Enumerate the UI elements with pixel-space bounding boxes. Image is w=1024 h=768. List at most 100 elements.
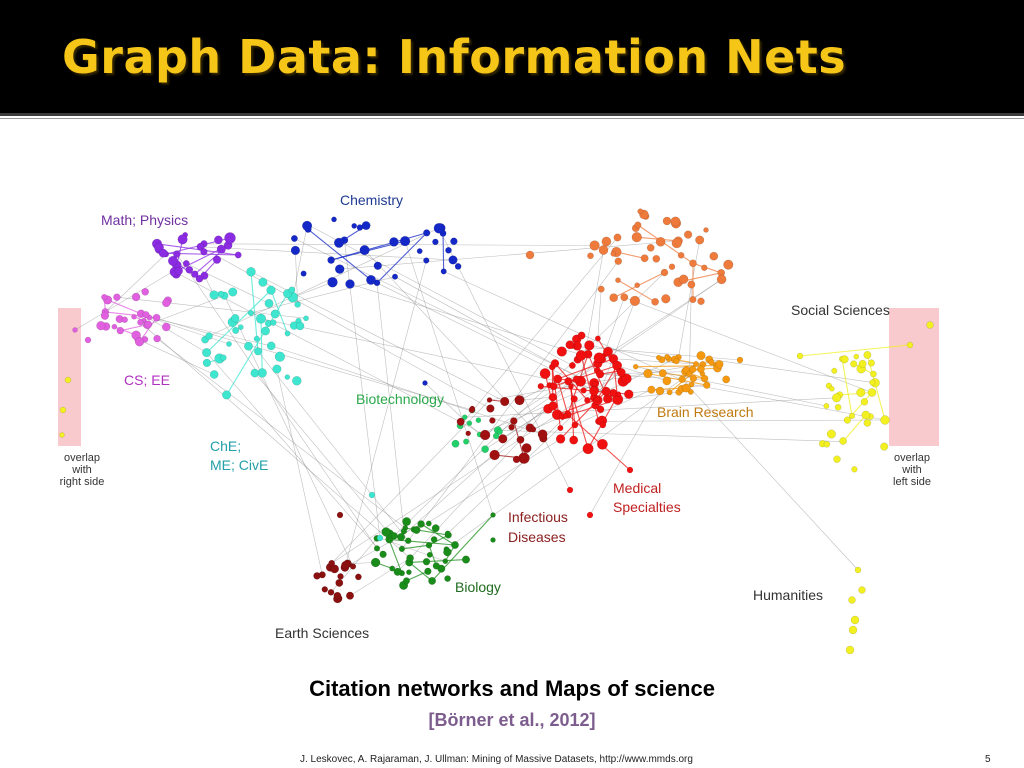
slide-citation: [Börner et al., 2012] xyxy=(428,710,596,730)
cluster-label-chemistry: Chemistry xyxy=(340,192,403,208)
network-node-cs xyxy=(142,311,150,319)
network-edge xyxy=(276,368,323,575)
network-node-bio xyxy=(393,567,402,576)
network-node-medical xyxy=(577,331,586,340)
network-node-hum xyxy=(856,387,866,398)
network-node-medical xyxy=(601,386,611,396)
network-edge xyxy=(107,299,142,315)
network-edge xyxy=(681,379,859,571)
network-node-chem xyxy=(290,235,298,242)
network-edge xyxy=(557,398,598,416)
network-node-bio xyxy=(406,554,414,562)
network-edge xyxy=(842,414,867,442)
network-node-hum xyxy=(863,419,872,427)
network-node-che xyxy=(230,314,240,323)
network-node-medical xyxy=(615,391,622,397)
cluster-label-che-line2: ME; CivE xyxy=(210,457,268,473)
network-node-brain xyxy=(700,374,709,383)
network-edge xyxy=(344,240,381,539)
network-edge xyxy=(156,243,239,256)
network-node-infect xyxy=(529,426,537,433)
network-node-che xyxy=(205,332,213,340)
network-node-brain xyxy=(689,374,698,383)
network-node-che xyxy=(255,313,267,324)
network-node-che xyxy=(284,330,291,337)
network-node-earth xyxy=(328,559,336,567)
network-node-brain xyxy=(722,375,731,384)
network-node-che xyxy=(270,309,280,319)
network-node-bio xyxy=(444,575,451,582)
network-node-chem xyxy=(445,246,452,254)
network-node-che xyxy=(202,358,212,368)
network-node-medical xyxy=(548,401,558,411)
network-node-social xyxy=(716,274,727,285)
network-node-chem xyxy=(345,279,355,289)
network-edge xyxy=(376,232,428,284)
network-node-medical xyxy=(570,395,578,403)
network-node-hum xyxy=(853,353,860,360)
science-map-network: Math; Physics Chemistry CS; EE ChE; ME; … xyxy=(58,192,939,655)
network-edge xyxy=(347,562,376,564)
network-node-bio xyxy=(490,537,496,543)
network-edge xyxy=(416,438,561,531)
network-edge xyxy=(156,338,406,529)
network-node-medical xyxy=(549,382,558,391)
network-node-brain xyxy=(693,361,699,367)
network-node-chem xyxy=(327,276,338,288)
network-edge xyxy=(260,318,263,373)
network-edge xyxy=(596,365,618,400)
network-node-earth xyxy=(336,511,344,519)
network-node-bio xyxy=(381,527,391,537)
cluster-label-earth-sciences: Earth Sciences xyxy=(275,625,369,641)
network-node-hum xyxy=(834,403,842,411)
network-node-bio xyxy=(398,545,406,553)
network-node-medical xyxy=(584,340,595,351)
network-node-bio xyxy=(402,577,411,585)
cluster-label-che-line1: ChE; xyxy=(210,438,241,454)
network-node-earth xyxy=(349,563,357,570)
network-node-chem xyxy=(359,245,370,256)
network-node-medical xyxy=(586,511,594,519)
slide-caption: Citation networks and Maps of science xyxy=(309,676,715,701)
network-node-bio xyxy=(373,545,381,552)
network-node-cs xyxy=(141,287,150,296)
network-node-social xyxy=(652,254,661,263)
network-node-cs xyxy=(113,293,121,301)
network-node-medical xyxy=(594,335,601,342)
overlap-left-line1: overlap xyxy=(64,452,100,464)
network-edge xyxy=(345,260,427,566)
cluster-label-brain-research: Brain Research xyxy=(657,404,754,420)
cluster-label-infectious-line1: Infectious xyxy=(508,509,568,525)
network-node-social xyxy=(629,295,641,307)
network-node-math xyxy=(174,266,183,276)
network-node-bio xyxy=(422,557,431,566)
network-node-bio xyxy=(400,528,408,535)
network-node-hum xyxy=(861,410,871,420)
network-edge xyxy=(137,339,215,375)
network-edge xyxy=(678,239,700,358)
network-edge xyxy=(635,366,827,407)
network-edge xyxy=(307,228,372,281)
network-edge xyxy=(839,391,873,396)
network-edge xyxy=(294,238,596,385)
network-node-bio xyxy=(404,537,412,544)
network-node-biotech xyxy=(481,445,489,454)
network-edge xyxy=(330,232,427,261)
network-node-social xyxy=(587,252,594,260)
network-edge xyxy=(74,263,187,331)
network-node-hum xyxy=(839,437,847,445)
network-edge xyxy=(459,237,618,426)
network-node-che xyxy=(222,390,232,400)
overlap-right-line1: overlap xyxy=(894,452,930,464)
network-node-medical xyxy=(537,383,545,390)
network-edge xyxy=(140,313,207,353)
network-edge xyxy=(479,384,596,435)
network-node-medical xyxy=(564,377,573,386)
network-edge xyxy=(570,386,576,426)
network-node-social xyxy=(723,259,734,270)
network-node-bio xyxy=(451,541,459,549)
network-node-medical xyxy=(594,396,601,403)
network-node-math xyxy=(177,234,188,245)
network-node-che xyxy=(368,491,376,499)
network-edge xyxy=(446,373,690,550)
